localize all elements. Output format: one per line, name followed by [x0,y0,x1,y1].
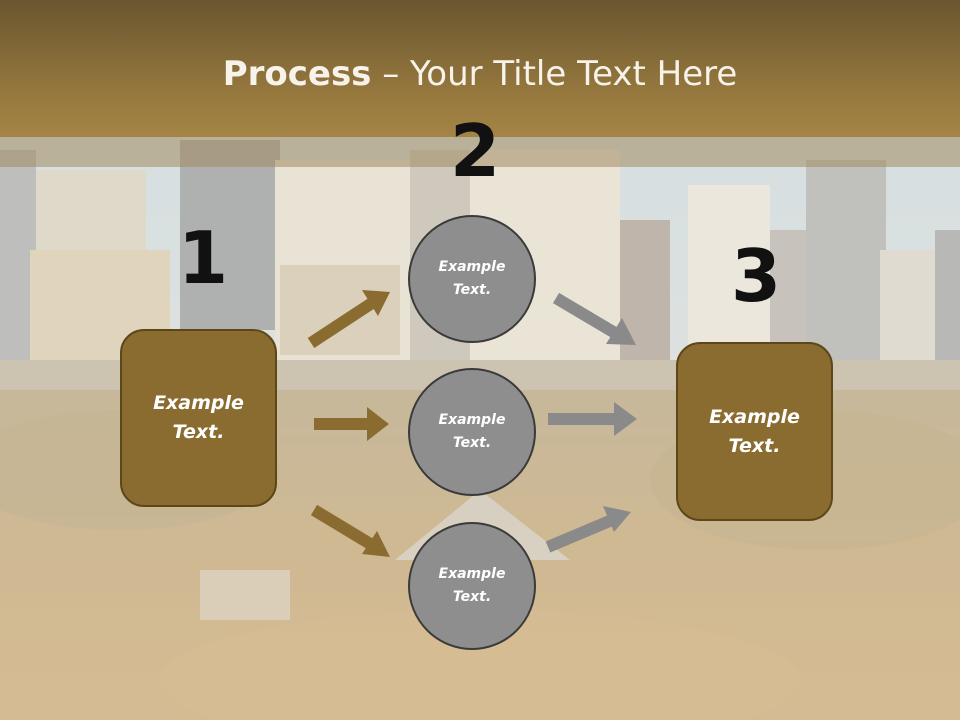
left-box: Example Text. [120,329,277,507]
title-bold: Process [222,54,372,94]
circle-bottom: Example Text. [408,522,536,650]
right-box: Example Text. [676,342,833,521]
title-bar [0,0,960,137]
circle-middle: Example Text. [408,368,536,496]
right-box-text: Example Text. [709,405,800,457]
left-box-text: Example Text. [153,392,244,443]
circle-top-text: Example Text. [438,259,506,298]
title-rest: – Your Title Text Here [371,54,738,94]
title-band [0,137,960,167]
circle-bottom-text: Example Text. [438,566,506,605]
step-number-3: 3 [731,234,782,318]
step-number-2: 2 [450,109,501,193]
step-number-1: 1 [178,216,229,300]
circle-top: Example Text. [408,215,536,343]
circle-middle-text: Example Text. [438,412,506,451]
slide-title: Process – Your Title Text Here [0,52,960,96]
